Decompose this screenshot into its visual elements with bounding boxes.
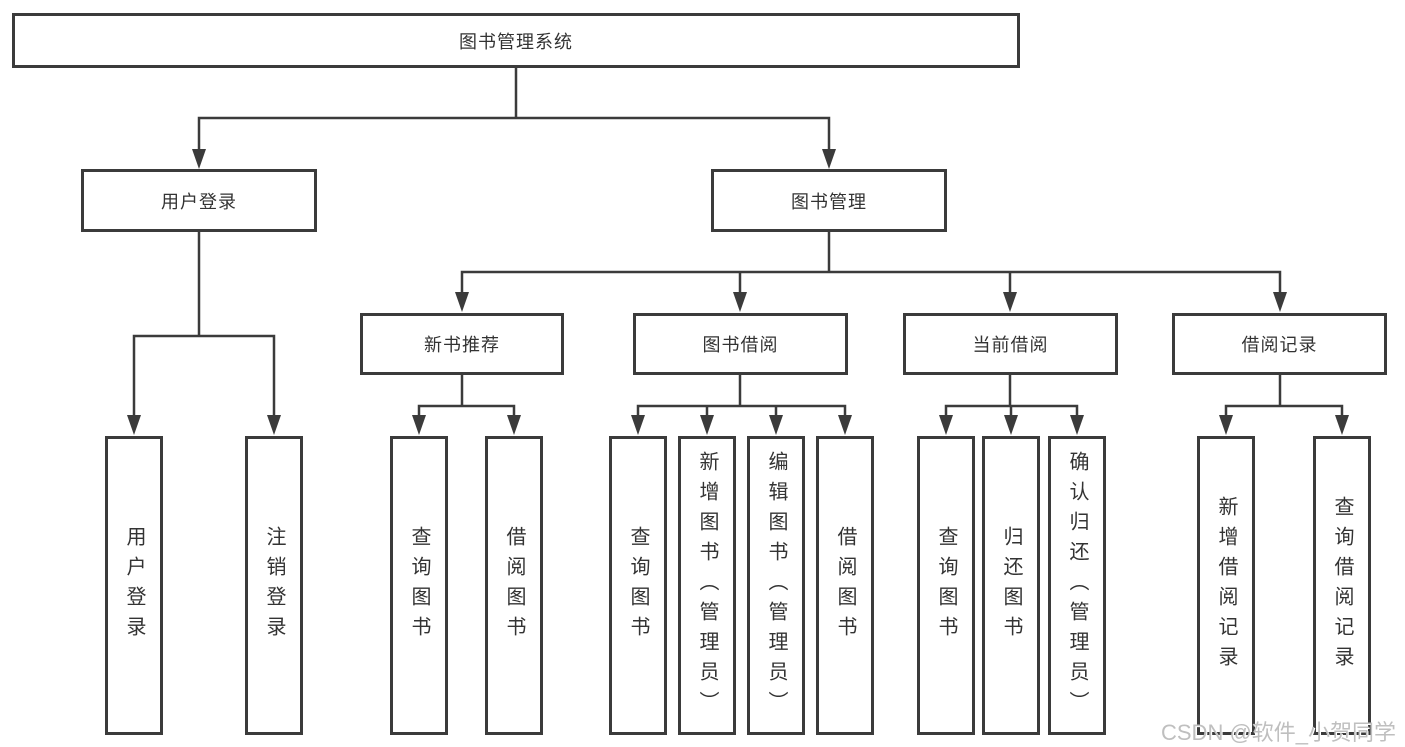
node-new-book-recommend: 新书推荐 xyxy=(360,313,564,375)
leaf-add-borrow-record-label: 新增借阅记录 xyxy=(1215,495,1237,676)
leaf-query-books-3-label: 查询图书 xyxy=(935,525,957,646)
node-book-management-label: 图书管理 xyxy=(791,191,867,212)
node-current-borrow: 当前借阅 xyxy=(903,313,1118,375)
leaf-add-book-admin: 新增图书（管理员） xyxy=(678,436,736,735)
leaf-query-borrow-record: 查询借阅记录 xyxy=(1313,436,1371,735)
leaf-query-books-2: 查询图书 xyxy=(609,436,667,735)
connector-book-management xyxy=(455,230,1287,312)
leaf-query-borrow-record-label: 查询借阅记录 xyxy=(1331,495,1353,676)
leaf-borrow-books-2-label: 借阅图书 xyxy=(834,525,856,646)
leaf-user-login: 用户登录 xyxy=(105,436,163,735)
node-borrow-records: 借阅记录 xyxy=(1172,313,1387,375)
node-book-borrow: 图书借阅 xyxy=(633,313,848,375)
node-book-borrow-label: 图书借阅 xyxy=(702,335,779,355)
node-book-management: 图书管理 xyxy=(711,169,947,232)
connector-root xyxy=(192,66,836,169)
connector-user-login xyxy=(127,230,281,435)
leaf-edit-book-admin: 编辑图书（管理员） xyxy=(747,436,805,735)
connector-borrow-records xyxy=(1219,373,1349,435)
watermark: CSDN @软件_小贺同学 xyxy=(1161,720,1397,745)
leaf-return-books: 归还图书 xyxy=(982,436,1040,735)
leaf-add-book-admin-label: 新增图书（管理员） xyxy=(696,450,718,721)
leaf-user-login-label: 用户登录 xyxy=(123,525,145,646)
leaf-edit-book-admin-label: 编辑图书（管理员） xyxy=(765,450,787,721)
leaf-confirm-return-admin: 确认归还（管理员） xyxy=(1048,436,1106,735)
node-borrow-records-label: 借阅记录 xyxy=(1241,335,1318,355)
node-root-label: 图书管理系统 xyxy=(459,31,573,52)
leaf-logout: 注销登录 xyxy=(245,436,303,735)
node-new-book-recommend-label: 新书推荐 xyxy=(424,335,500,355)
connector-new-book-recommend xyxy=(412,373,521,435)
leaf-query-books-2-label: 查询图书 xyxy=(627,525,649,646)
leaf-logout-label: 注销登录 xyxy=(263,525,285,646)
leaf-borrow-books-2: 借阅图书 xyxy=(816,436,874,735)
leaf-query-books-1: 查询图书 xyxy=(390,436,448,735)
leaf-return-books-label: 归还图书 xyxy=(1000,525,1022,646)
leaf-confirm-return-admin-label: 确认归还（管理员） xyxy=(1066,450,1088,721)
leaf-query-books-3: 查询图书 xyxy=(917,436,975,735)
node-user-login-label: 用户登录 xyxy=(161,191,237,212)
leaf-borrow-books-1-label: 借阅图书 xyxy=(503,525,525,646)
node-current-borrow-label: 当前借阅 xyxy=(972,335,1049,355)
leaf-borrow-books-1: 借阅图书 xyxy=(485,436,543,735)
connector-current-borrow xyxy=(939,373,1084,435)
connector-book-borrow xyxy=(631,373,852,435)
leaf-query-books-1-label: 查询图书 xyxy=(408,525,430,646)
node-root: 图书管理系统 xyxy=(12,13,1020,68)
node-user-login: 用户登录 xyxy=(81,169,317,232)
leaf-add-borrow-record: 新增借阅记录 xyxy=(1197,436,1255,735)
